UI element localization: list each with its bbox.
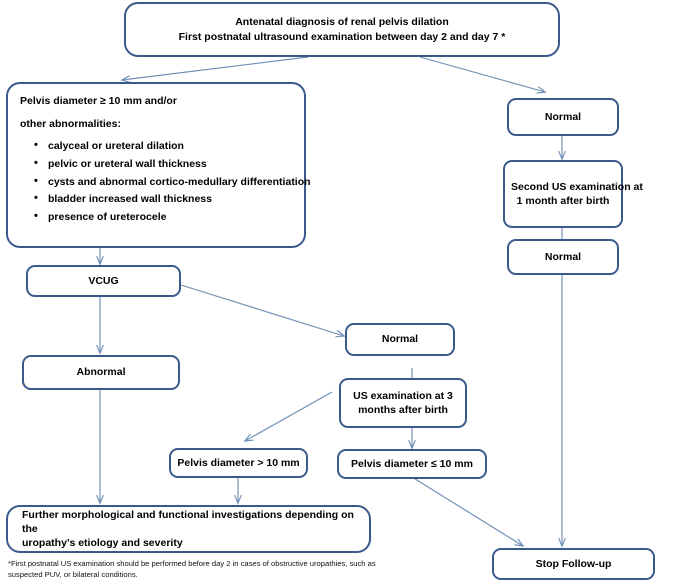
further-investigations-line-1: Further morphological and functional inv… — [22, 508, 354, 535]
normal-right-1[interactable]: Normal — [507, 98, 619, 136]
criteria-bullet-item: cysts and abnormal cortico-medullary dif… — [34, 174, 311, 189]
pelvis-greater-label: Pelvis diameter > 10 mm — [177, 456, 300, 469]
edge-start-to-criteria — [122, 56, 309, 80]
criteria-bullet-item: calyceal or ureteral dilation — [34, 138, 292, 153]
criteria-box[interactable]: Pelvis diameter ≥ 10 mm and/or other abn… — [6, 82, 311, 248]
normal-mid-label: Normal — [381, 333, 419, 346]
edge-pelvis-le-to-stop — [411, 476, 523, 546]
criteria-bullet-item: pelvic or ureteral wall thickness — [34, 156, 292, 171]
stop-follow-up-box[interactable]: Stop Follow-up — [492, 548, 655, 580]
start-box-line-2: First postnatal ultrasound examination b… — [178, 30, 506, 43]
edge-us3-to-pelvis-gt — [245, 391, 333, 441]
second-us-line-1: Second US examination at — [511, 180, 643, 193]
normal-right-2-label: Normal — [544, 250, 582, 263]
start-box[interactable]: Antenatal diagnosis of renal pelvis dila… — [124, 2, 560, 57]
second-us-box[interactable]: Second US examination at 1 month after b… — [503, 160, 643, 228]
normal-right-2[interactable]: Normal — [507, 239, 619, 275]
criteria-bullet-list: calyceal or ureteral dilation pelvic or … — [20, 138, 311, 224]
abnormal-box[interactable]: Abnormal — [22, 355, 180, 390]
stop-follow-up-label: Stop Follow-up — [535, 557, 612, 570]
criteria-bullet-item: bladder increased wall thickness — [34, 191, 292, 206]
footnote-line-1: *First postnatal US examination should b… — [8, 559, 376, 568]
us-3-months-box[interactable]: US examination at 3 months after birth — [339, 378, 467, 428]
start-box-line-1: Antenatal diagnosis of renal pelvis dila… — [235, 16, 449, 29]
normal-mid[interactable]: Normal — [345, 323, 455, 356]
us-3-months-line-2: months after birth — [358, 404, 448, 416]
us-3-months-line-1: US examination at 3 — [353, 389, 453, 402]
criteria-heading: Pelvis diameter ≥ 10 mm and/or — [20, 95, 177, 107]
second-us-line-2: 1 month after birth — [516, 195, 610, 207]
criteria-subheading: other abnormalities: — [20, 118, 121, 131]
footnote-text: *First postnatal US examination should b… — [8, 558, 478, 580]
pelvis-less-equal-box[interactable]: Pelvis diameter ≤ 10 mm — [337, 449, 487, 479]
vcug-box[interactable]: VCUG — [26, 265, 181, 297]
vcug-label: VCUG — [88, 274, 119, 287]
edge-vcug-to-normal-mid — [180, 284, 344, 336]
footnote-line-2: suspected PUV, or bilateral conditions. — [8, 570, 138, 579]
abnormal-label: Abnormal — [76, 366, 126, 379]
pelvis-less-equal-label: Pelvis diameter ≤ 10 mm — [351, 457, 473, 470]
further-investigations-box[interactable]: Further morphological and functional inv… — [6, 505, 371, 553]
normal-right-1-label: Normal — [544, 110, 582, 123]
criteria-bullet-item: presence of ureterocele — [34, 209, 292, 224]
pelvis-greater-box[interactable]: Pelvis diameter > 10 mm — [169, 448, 308, 478]
further-investigations-line-2: uropathy’s etiology and severity — [22, 537, 183, 550]
edge-start-to-normal-right-1 — [419, 56, 545, 92]
